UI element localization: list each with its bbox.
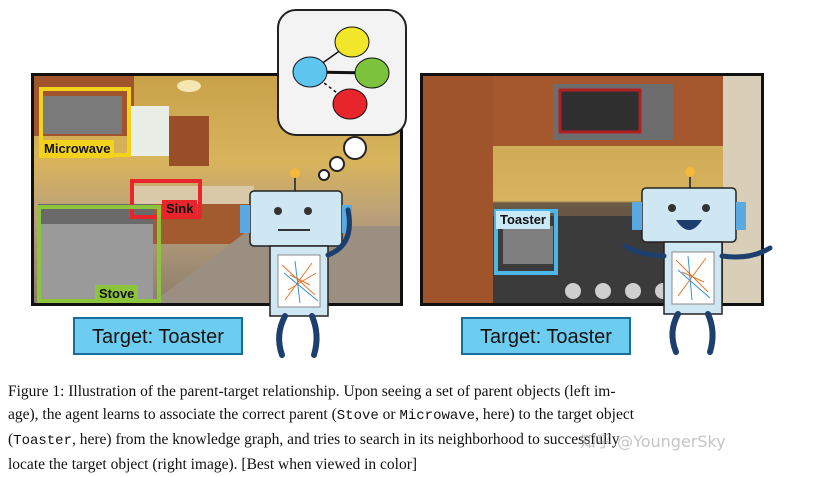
- caption-line-2: age), the agent learns to associate the …: [8, 403, 808, 428]
- right-kitchen-illustration: [423, 76, 761, 303]
- right-target-label: Target: Toaster: [461, 317, 631, 355]
- sink-label: Sink: [162, 200, 198, 218]
- caption-open-paren: (: [8, 431, 14, 448]
- figure-caption: Figure 1: Illustration of the parent-tar…: [8, 380, 808, 476]
- happy-robot: [622, 167, 773, 355]
- thinking-robot: [240, 9, 407, 358]
- left-target-label: Target: Toaster: [73, 317, 243, 355]
- caption-line-3: (Toaster, here) from the knowledge graph…: [8, 428, 808, 453]
- caption-line-1: Figure 1: Illustration of the parent-tar…: [8, 383, 616, 400]
- caption-line-4: locate the target object (right image). …: [8, 456, 418, 473]
- caption-line-2-b: , here) to the target object: [475, 406, 635, 423]
- toaster-label: Toaster: [496, 211, 550, 229]
- caption-line-2-a: age), the agent learns to associate the …: [8, 406, 337, 423]
- microwave-label: Microwave: [40, 140, 115, 158]
- watermark: 知乎 @YoungerSky: [580, 432, 726, 451]
- caption-line-3-text: , here) from the knowledge graph, and tr…: [71, 431, 620, 448]
- caption-or: or: [378, 406, 400, 423]
- stove-label: Stove: [95, 285, 139, 303]
- caption-microwave: Microwave: [399, 408, 476, 424]
- caption-toaster: Toaster: [13, 433, 72, 449]
- caption-stove: Stove: [336, 408, 379, 424]
